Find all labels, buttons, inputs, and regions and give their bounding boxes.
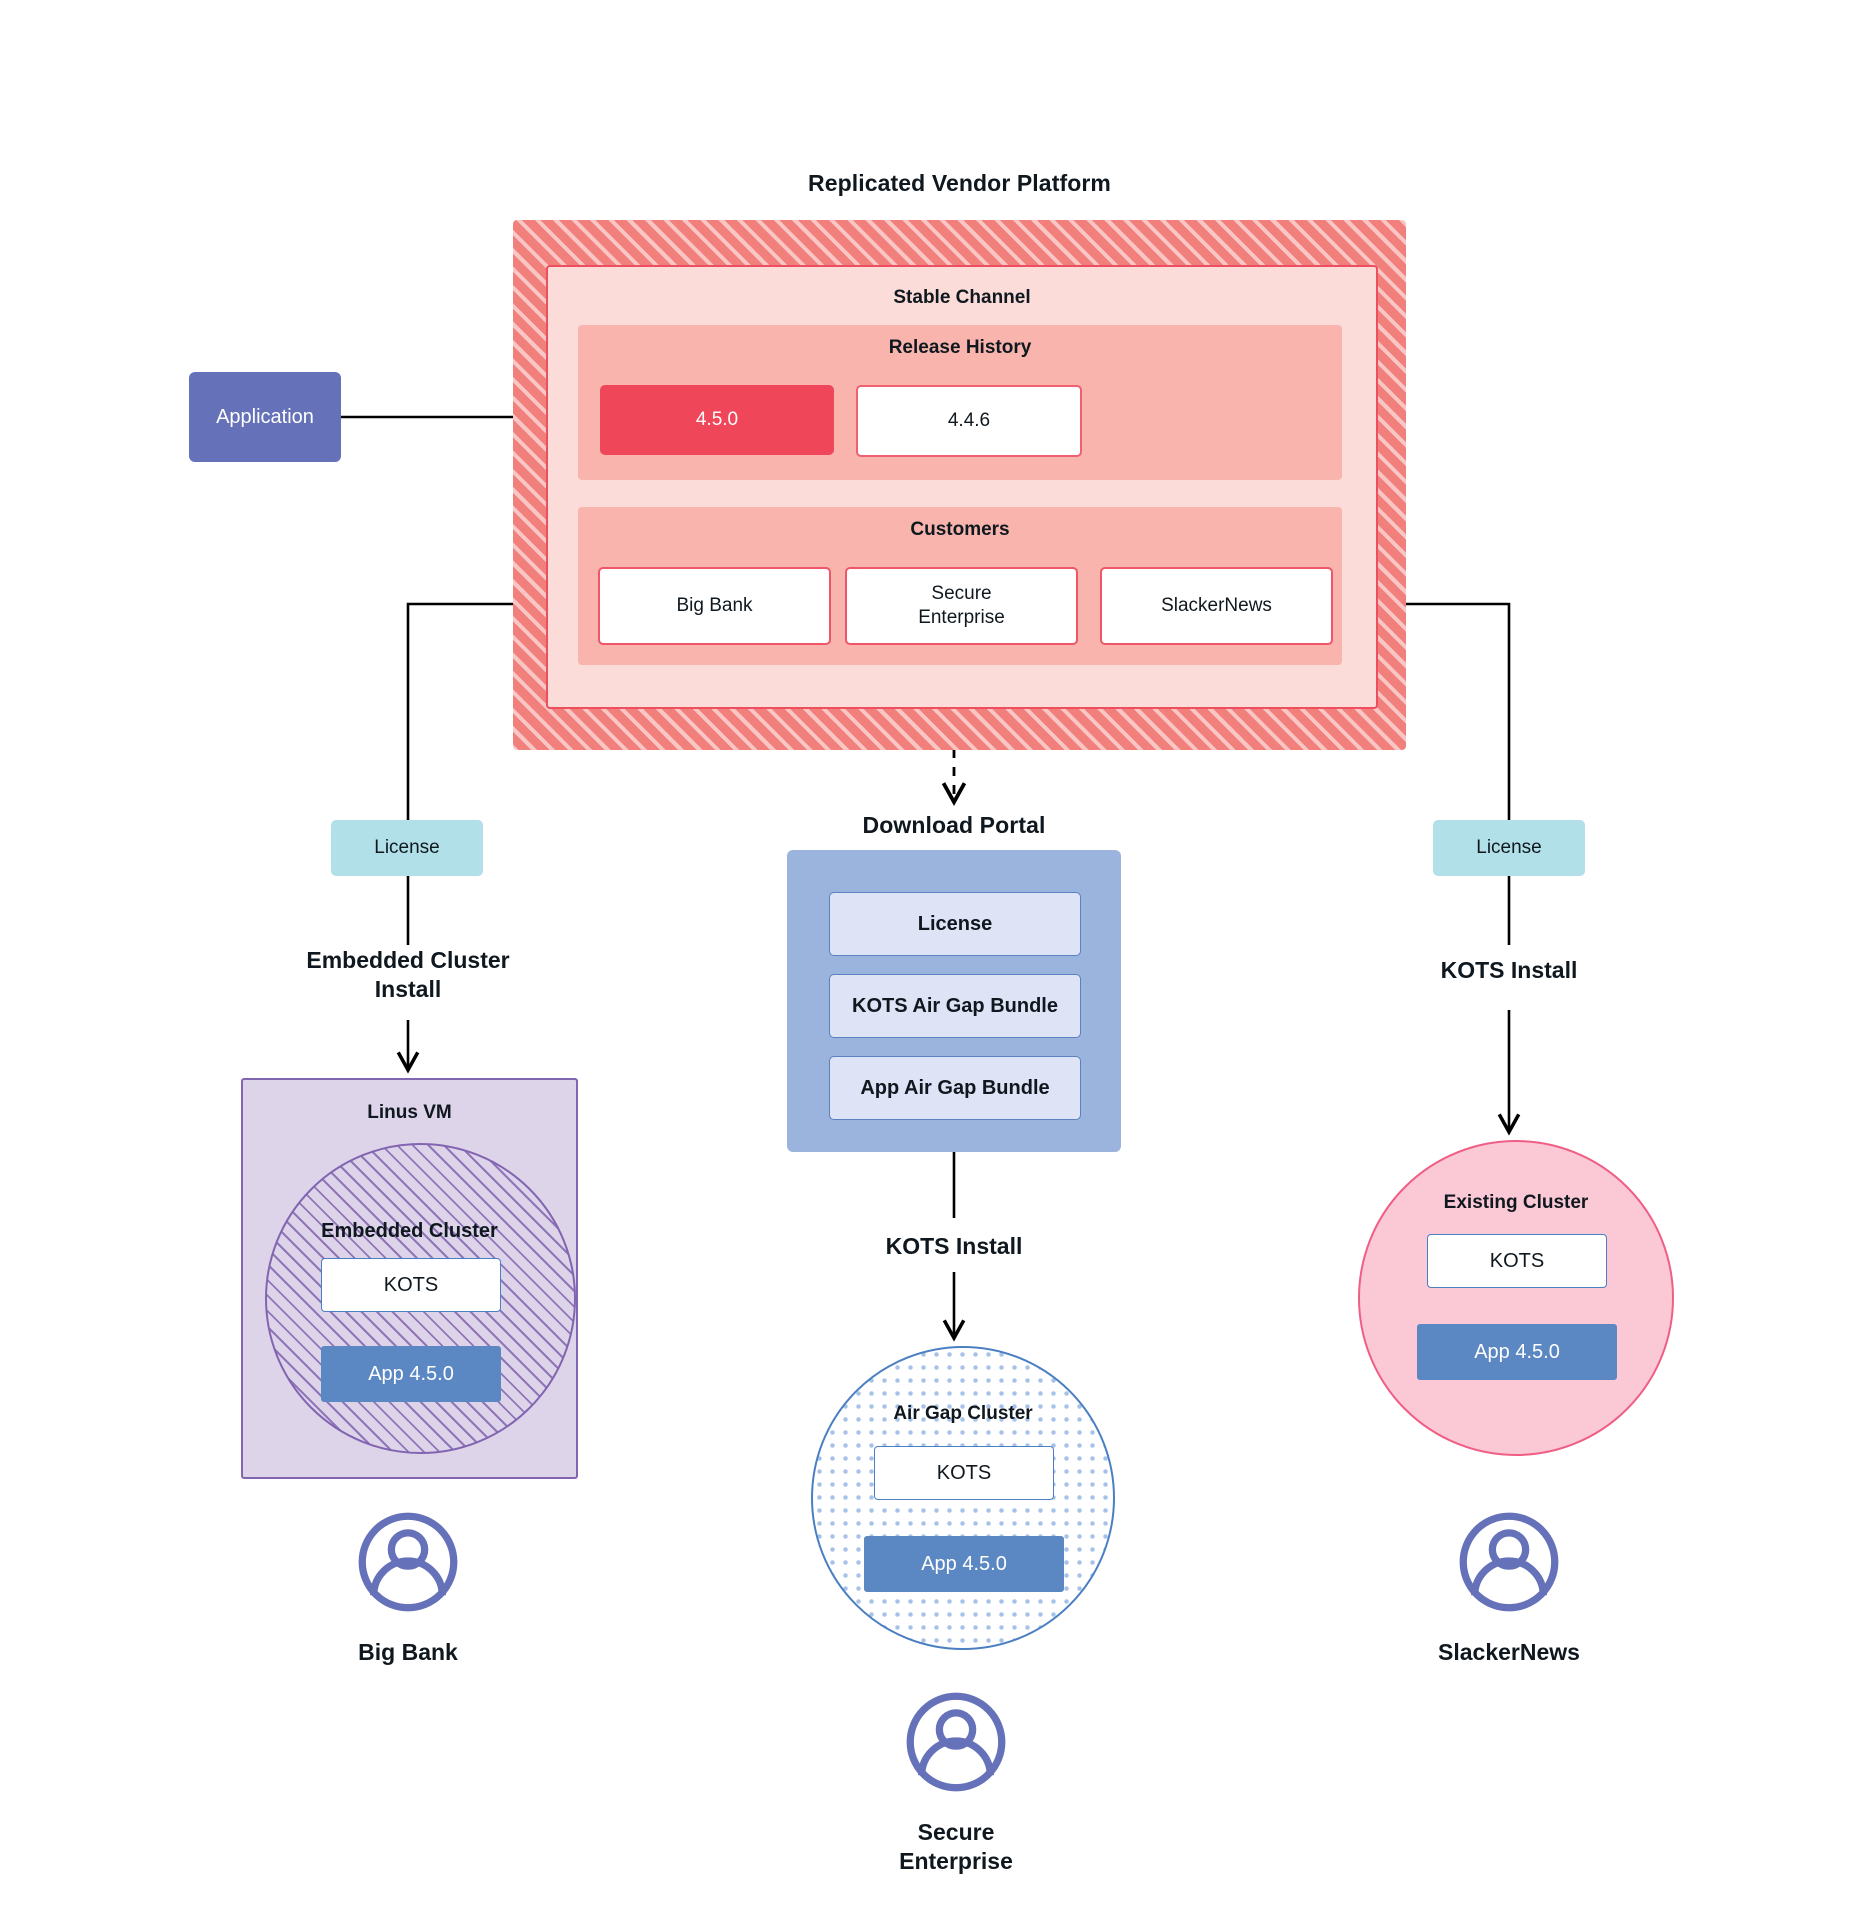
- person-secure-enterprise-label: Secure Enterprise: [806, 1818, 1106, 1876]
- release-history-title: Release History: [888, 337, 1032, 358]
- download-item-kots-air-gap-bundle[interactable]: KOTS Air Gap Bundle: [829, 974, 1081, 1038]
- embedded-install-line2: Install: [374, 975, 442, 1002]
- air-gap-kots-box[interactable]: KOTS: [874, 1446, 1054, 1500]
- application-box[interactable]: Application: [189, 372, 341, 462]
- customers-title: Customers: [910, 519, 1010, 540]
- person-big-bank-label: Big Bank: [358, 1639, 458, 1665]
- kots-install-right-label: KOTS Install: [1440, 957, 1578, 983]
- customer-secure-enterprise-line2: Enterprise: [918, 607, 1005, 628]
- customer-slackernews[interactable]: SlackerNews: [1100, 567, 1333, 645]
- user-avatar-icon: [906, 1692, 1006, 1792]
- platform-title: Replicated Vendor Platform: [808, 170, 1111, 196]
- customer-secure-enterprise[interactable]: Secure Enterprise: [845, 567, 1078, 645]
- embedded-install-line1: Embedded Cluster: [306, 947, 510, 973]
- kots-install-center-label: KOTS Install: [885, 1233, 1023, 1259]
- linus-vm-kots-box[interactable]: KOTS: [321, 1258, 501, 1312]
- person-secure-enterprise-line1: Secure: [917, 1819, 995, 1845]
- person-secure-enterprise: [904, 1690, 1008, 1799]
- download-portal-container: License KOTS Air Gap Bundle App Air Gap …: [787, 850, 1121, 1152]
- linus-vm-title: Linus VM: [367, 1102, 452, 1123]
- license-chip-left[interactable]: License: [331, 820, 483, 876]
- embedded-cluster-title: Embedded Cluster: [321, 1220, 498, 1242]
- download-item-license[interactable]: License: [829, 892, 1081, 956]
- user-avatar-icon: [358, 1512, 458, 1612]
- customer-big-bank[interactable]: Big Bank: [598, 567, 831, 645]
- stable-channel-title: Stable Channel: [893, 287, 1031, 308]
- existing-cluster-circle: Existing Cluster KOTS App 4.5.0: [1358, 1140, 1674, 1456]
- download-item-app-air-gap-bundle[interactable]: App Air Gap Bundle: [829, 1056, 1081, 1120]
- linus-vm-container: Linus VM Embedded Cluster KOTS App 4.5.0: [241, 1078, 578, 1479]
- air-gap-cluster-circle: Air Gap Cluster KOTS App 4.5.0: [811, 1346, 1115, 1650]
- embedded-cluster-install-label: Embedded Cluster Install: [258, 946, 558, 1004]
- air-gap-app-box[interactable]: App 4.5.0: [864, 1536, 1064, 1592]
- release-item-previous[interactable]: 4.4.6: [856, 385, 1082, 457]
- linus-vm-app-box[interactable]: App 4.5.0: [321, 1346, 501, 1402]
- person-slackernews-label: SlackerNews: [1438, 1639, 1580, 1665]
- existing-app-box[interactable]: App 4.5.0: [1417, 1324, 1617, 1380]
- release-item-current[interactable]: 4.5.0: [600, 385, 834, 455]
- person-big-bank: [356, 1510, 460, 1619]
- air-gap-cluster-title: Air Gap Cluster: [893, 1403, 1033, 1424]
- customer-secure-enterprise-line1: Secure: [931, 583, 992, 605]
- download-portal-title: Download Portal: [862, 812, 1046, 838]
- user-avatar-icon: [1459, 1512, 1559, 1612]
- existing-kots-box[interactable]: KOTS: [1427, 1234, 1607, 1288]
- license-chip-right[interactable]: License: [1433, 820, 1585, 876]
- existing-cluster-title: Existing Cluster: [1443, 1192, 1589, 1213]
- person-secure-enterprise-line2: Enterprise: [899, 1847, 1013, 1874]
- person-slackernews: [1457, 1510, 1561, 1619]
